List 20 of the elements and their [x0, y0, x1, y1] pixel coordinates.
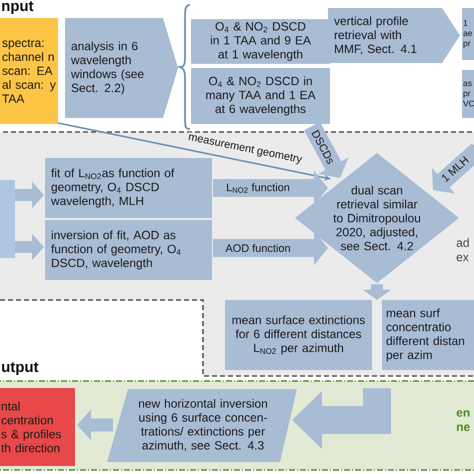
- process-box: inversion of fit, AOD as function of geometry, O$_{4}$ DSCD, wavelength: [45, 220, 212, 280]
- process-box: 1 ae pr: [462, 8, 474, 60]
- edge-label: L$_{NO2}$ function: [226, 182, 290, 194]
- output-box: ntal centration s & profiles th direction: [0, 388, 75, 466]
- input-box: spectra: channel n scan: EA al scan: y TAA: [0, 18, 58, 124]
- node-label: vertical profile retrieval with MMF, Sect. 4.1: [334, 16, 416, 55]
- result-box: mean surface extinctions for 6 different distances L$_{NO2}$ per azimuth: [225, 300, 372, 370]
- process-arrow-box: vertical profile retrieval with MMF, Sect. 4.1: [328, 8, 460, 63]
- process-box: O$_{4}$ & NO$_{2}$ DSCD in 1 TAA and 9 EA at 1 wavelength: [191, 19, 330, 64]
- node-label: O$_{4}$ & NO$_{2}$ DSCD in 1 TAA and 9 EA at 1 wavelength: [210, 22, 311, 61]
- arrow: [304, 122, 349, 178]
- process-box: as pr VC: [462, 70, 474, 118]
- result-box: mean surf concentratio different distan per azim: [382, 300, 474, 370]
- side-note: ad ex: [456, 238, 469, 262]
- process-box: fit of L$_{NO2}$as function of geometry, O$_{4}$ DSCD wavelength, MLH: [45, 158, 212, 218]
- process-box: O$_{4}$ & NO$_{2}$ DSCD in many TAA and 1 EA at 6 wavelengths: [191, 68, 330, 124]
- process-box: [0, 180, 15, 258]
- section-heading: nput: [2, 1, 34, 14]
- process-arrow-box: analysis in 6 wavelength windows (see Sect. 2.2): [65, 18, 178, 118]
- side-note: en ne: [456, 410, 470, 432]
